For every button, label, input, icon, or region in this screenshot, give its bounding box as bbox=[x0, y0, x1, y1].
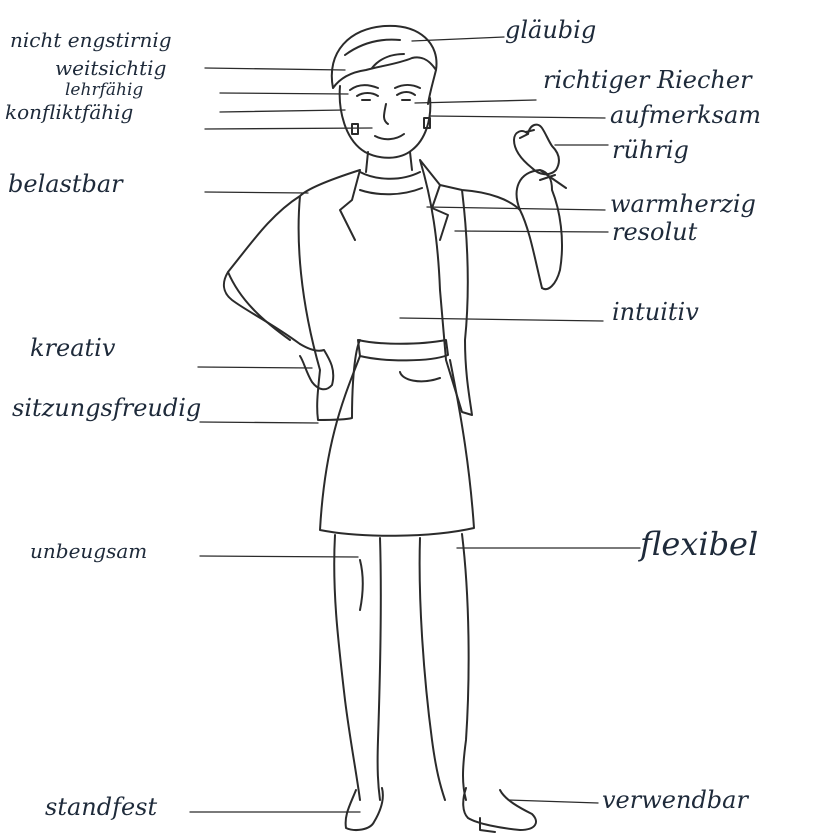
label-ruehrig: rührig bbox=[612, 138, 689, 162]
label-konfliktfaehig: konfliktfähig bbox=[5, 102, 133, 122]
leader-line-richtiger-riecher bbox=[415, 100, 536, 103]
raised-arm bbox=[517, 170, 566, 289]
nose-mouth bbox=[375, 104, 404, 139]
label-nicht-engstirnig: nicht engstirnig bbox=[10, 30, 172, 50]
leader-line-resolut bbox=[455, 231, 608, 232]
left-shoe bbox=[346, 788, 383, 830]
leader-line-lernfaehig bbox=[220, 110, 345, 112]
label-weitsichtig: weitsichtig bbox=[55, 58, 166, 78]
label-lernfaehig: lehrfähig bbox=[65, 82, 143, 99]
label-standfest: standfest bbox=[45, 795, 157, 819]
label-flexibel: flexibel bbox=[640, 528, 758, 560]
label-intuitiv: intuitiv bbox=[612, 300, 699, 324]
label-belastbar: belastbar bbox=[8, 172, 123, 196]
leader-line-belastbar bbox=[205, 192, 308, 193]
label-unbeugsam: unbeugsam bbox=[30, 541, 147, 561]
eyes bbox=[350, 85, 420, 100]
leader-line-intuitiv bbox=[400, 318, 603, 321]
skirt bbox=[320, 340, 474, 536]
leader-line-verwendbar bbox=[508, 800, 598, 803]
label-warmherzig: warmherzig bbox=[610, 192, 756, 216]
label-verwendbar: verwendbar bbox=[602, 788, 748, 812]
leader-lines-right bbox=[400, 37, 640, 803]
legs bbox=[334, 534, 468, 800]
label-richtiger-riecher: richtiger Riecher bbox=[543, 68, 752, 92]
leader-line-sitzungsfreudig bbox=[200, 422, 318, 423]
leader-line-engstirnig bbox=[205, 68, 345, 70]
turtleneck bbox=[360, 172, 422, 194]
jacket bbox=[224, 160, 542, 420]
label-aufmerksam: aufmerksam bbox=[610, 103, 761, 127]
raised-hand bbox=[514, 125, 559, 175]
hair bbox=[332, 26, 437, 104]
leader-line-aufmerksam bbox=[430, 116, 605, 118]
label-glaeubig: gläubig bbox=[505, 18, 596, 42]
earrings bbox=[352, 118, 430, 134]
label-kreativ: kreativ bbox=[30, 336, 115, 360]
right-shoe bbox=[463, 788, 536, 832]
label-resolut: resolut bbox=[612, 220, 697, 244]
label-sitzungsfreudig: sitzungsfreudig bbox=[12, 396, 201, 420]
leader-line-weitsichtig bbox=[220, 93, 348, 94]
leader-line-kreativ bbox=[198, 367, 312, 368]
